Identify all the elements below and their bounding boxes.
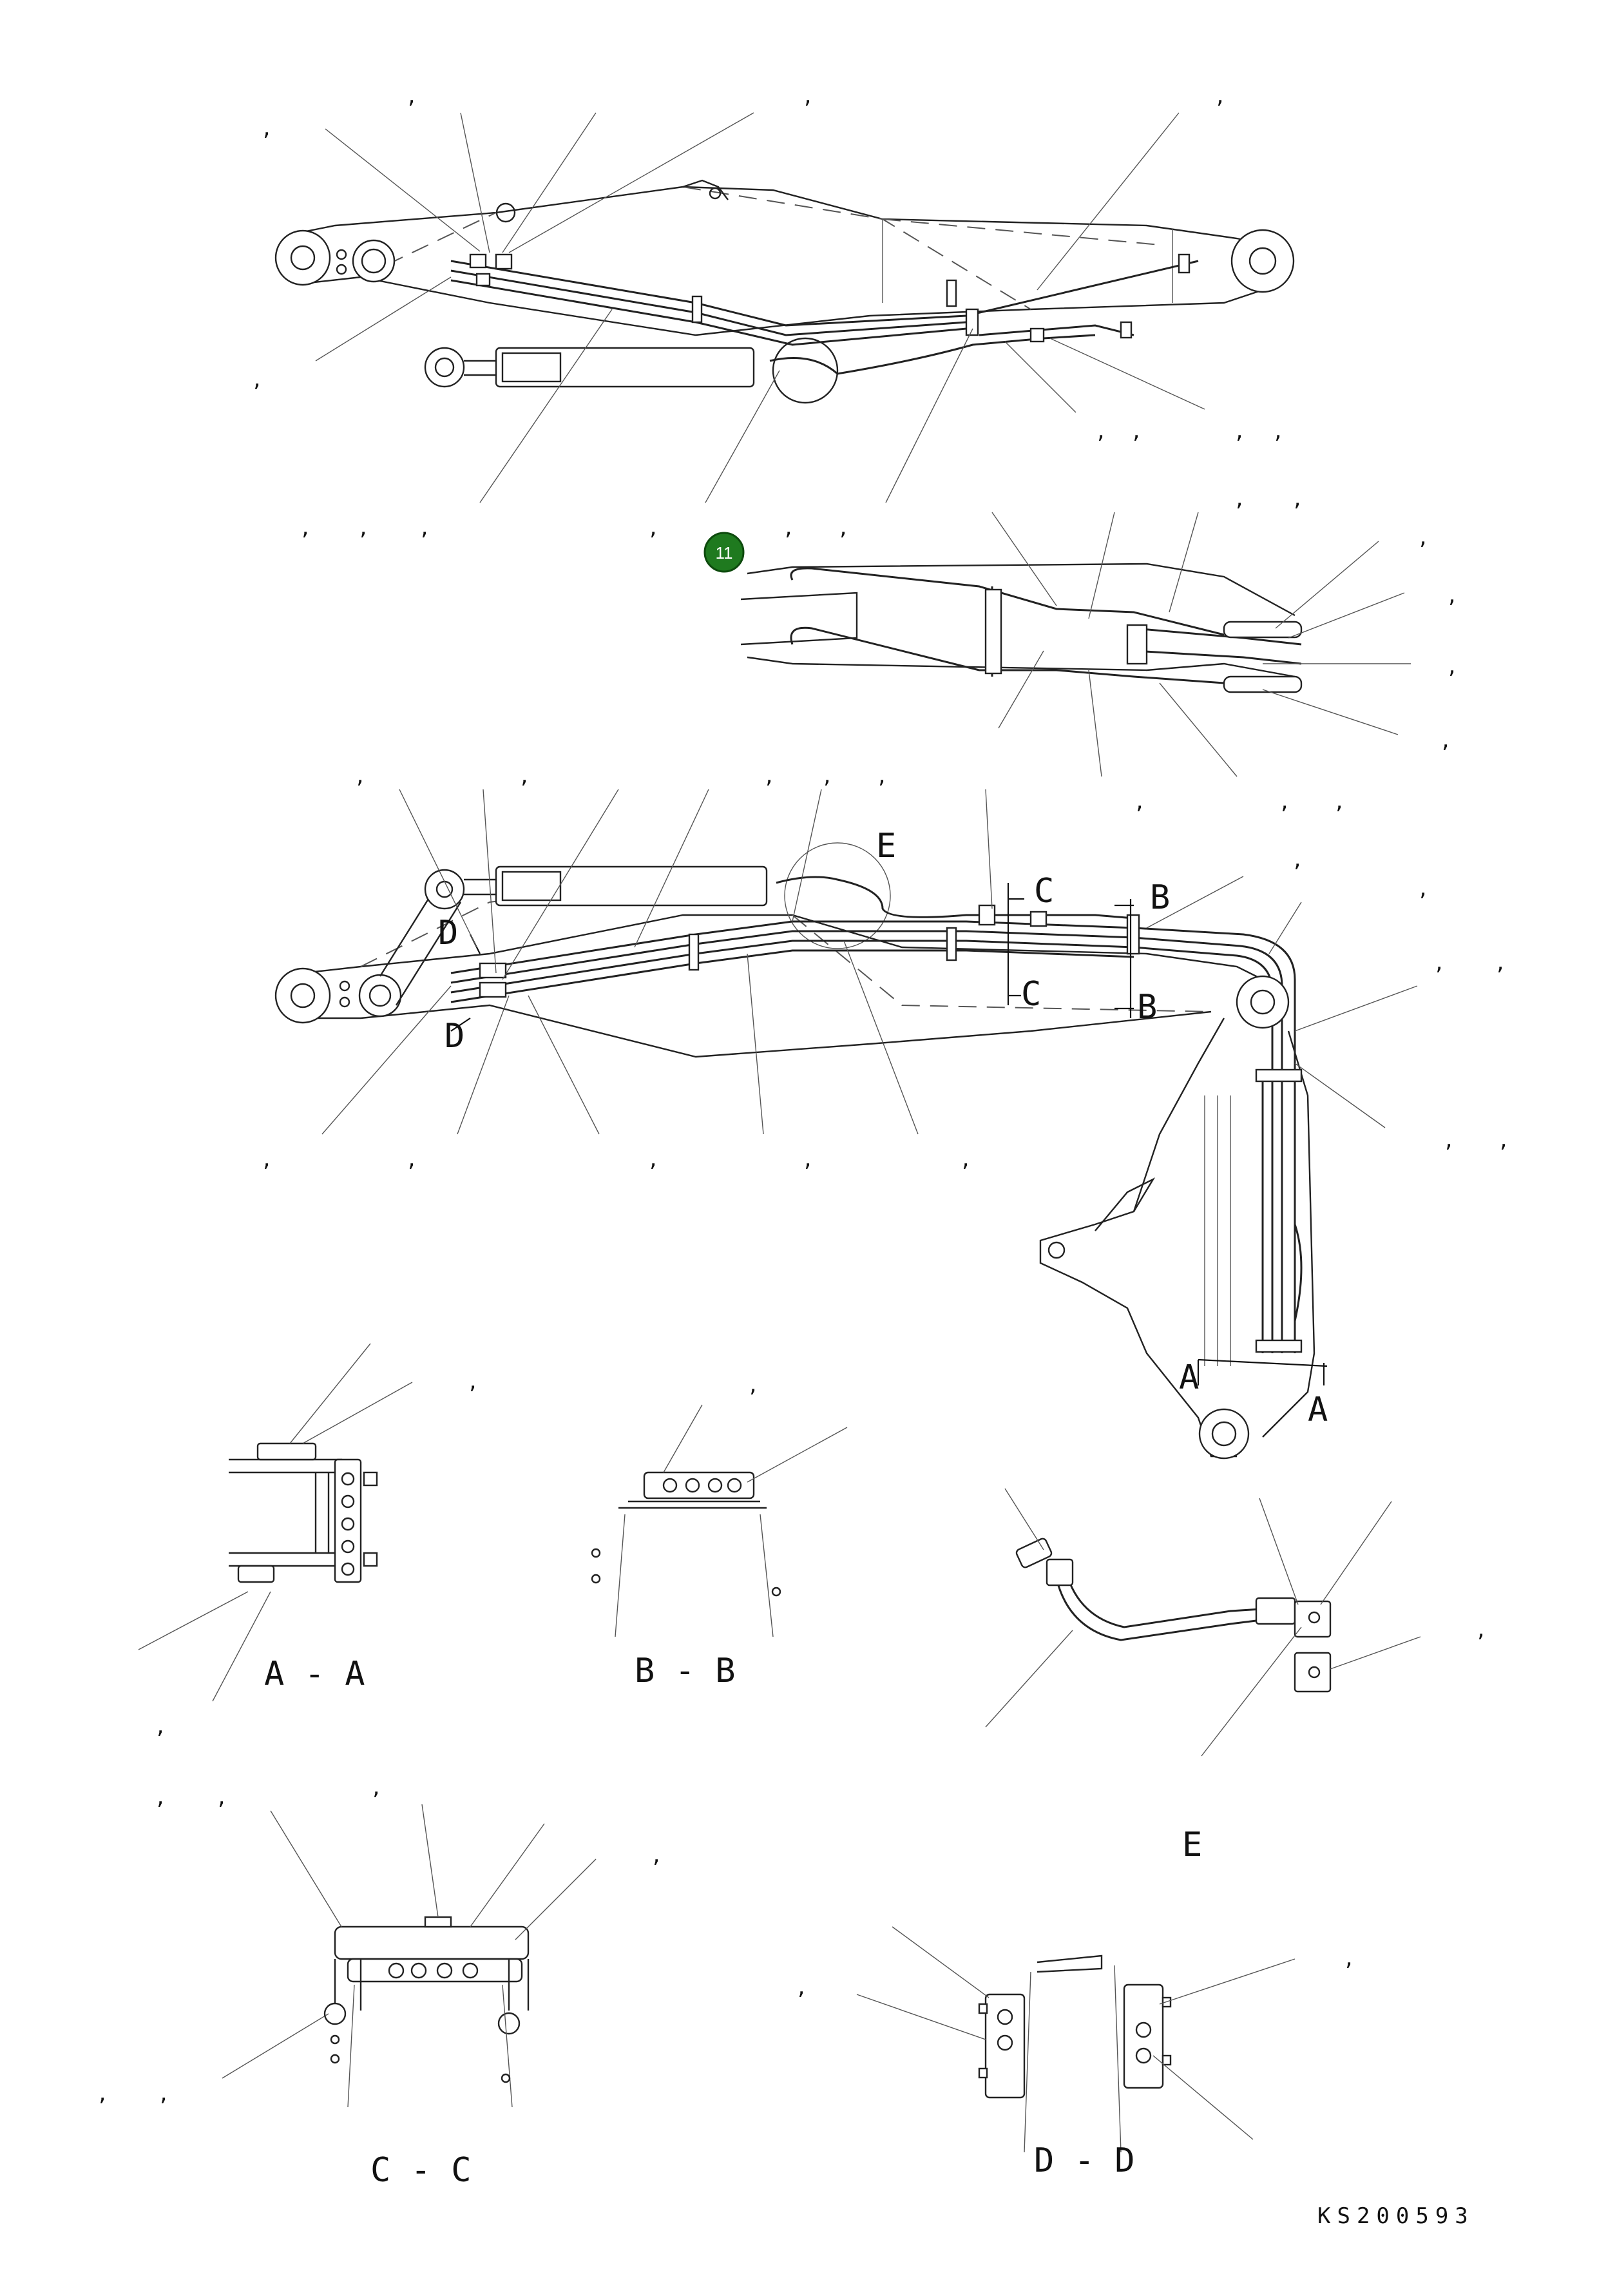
callout-badge-label: 11: [716, 543, 733, 563]
section-d-d: , D - D: [856, 1926, 1355, 2180]
svg-text:,: ,: [216, 1787, 227, 1809]
section-b-b-title: B - B: [635, 1652, 736, 1690]
cut-marker-d-bottom: D: [445, 1017, 464, 1056]
svg-text:,: ,: [1292, 849, 1303, 872]
cut-marker-d-top: D: [438, 914, 458, 952]
svg-text:,: ,: [251, 369, 263, 392]
svg-text:,: ,: [1495, 952, 1506, 975]
boom-view-plan: , , , , , , , , , , , , 11: [300, 488, 1458, 777]
svg-text:,: ,: [1234, 421, 1245, 443]
svg-text:,: ,: [960, 1149, 971, 1172]
svg-text:,: ,: [358, 517, 369, 540]
svg-text:,: ,: [1343, 1948, 1355, 1971]
svg-text:,: ,: [1131, 421, 1142, 443]
svg-text:,: ,: [747, 1375, 759, 1397]
svg-text:,: ,: [1134, 791, 1145, 814]
svg-text:,: ,: [1214, 86, 1226, 108]
svg-text:,: ,: [1475, 1619, 1487, 1642]
svg-text:,: ,: [419, 517, 430, 540]
svg-text:,: ,: [155, 1787, 166, 1809]
svg-text:,: ,: [519, 766, 530, 788]
svg-text:,: ,: [1292, 488, 1303, 511]
svg-text:,: ,: [651, 1845, 662, 1867]
svg-text:,: ,: [1234, 488, 1245, 511]
svg-text:,: ,: [802, 1149, 814, 1172]
svg-text:,: ,: [647, 1149, 659, 1172]
svg-text:,: ,: [467, 1371, 479, 1394]
svg-text:,: ,: [1433, 952, 1445, 975]
svg-text:,: ,: [300, 517, 311, 540]
svg-text:,: ,: [406, 1149, 417, 1172]
boom-view-top: , , , , , , , , ,: [251, 86, 1295, 503]
svg-text:,: ,: [354, 766, 366, 788]
cut-marker-a-right: A: [1308, 1391, 1328, 1429]
svg-text:,: ,: [821, 766, 833, 788]
svg-text:,: ,: [1095, 421, 1107, 443]
svg-text:,: ,: [1334, 791, 1345, 814]
svg-text:,: ,: [370, 1777, 382, 1800]
cut-marker-b-bottom: B: [1137, 988, 1157, 1027]
svg-text:,: ,: [406, 86, 417, 108]
cut-marker-c-bottom: C: [1021, 975, 1041, 1014]
section-d-d-title: D - D: [1034, 2141, 1135, 2180]
callout-badge: [703, 532, 745, 573]
svg-text:,: ,: [1446, 656, 1458, 679]
svg-text:,: ,: [261, 1149, 273, 1172]
svg-text:,: ,: [1446, 585, 1458, 608]
svg-text:,: ,: [1498, 1130, 1509, 1152]
section-c-c-title: C - C: [370, 2151, 472, 2190]
svg-text:,: ,: [155, 1716, 166, 1739]
svg-text:,: ,: [97, 2083, 108, 2106]
svg-text:,: ,: [876, 766, 888, 788]
svg-text:,: ,: [158, 2083, 169, 2106]
cut-marker-b-top: B: [1150, 878, 1170, 917]
svg-text:,: ,: [647, 517, 659, 540]
section-c-c: , , , , , , , C - C: [97, 1777, 807, 2190]
section-a-a: , , A - A: [138, 1343, 479, 1739]
detail-e-title: E: [1182, 1826, 1202, 1864]
svg-text:,: ,: [1443, 1130, 1455, 1152]
detail-e: , E: [985, 1488, 1487, 1864]
drawing-code: KS200593: [1317, 2203, 1475, 2229]
svg-text:,: ,: [837, 517, 849, 540]
cut-marker-a-left: A: [1179, 1358, 1199, 1397]
svg-text:,: ,: [1417, 527, 1429, 550]
svg-text:,: ,: [802, 86, 814, 108]
svg-text:,: ,: [261, 118, 273, 140]
svg-text:,: ,: [783, 517, 794, 540]
section-a-a-title: A - A: [264, 1655, 365, 1693]
svg-text:,: ,: [763, 766, 775, 788]
cut-marker-c-top: C: [1034, 872, 1054, 911]
svg-text:,: ,: [1417, 878, 1429, 901]
section-b-b: , B - B: [591, 1375, 848, 1690]
svg-text:,: ,: [1272, 421, 1284, 443]
cut-marker-e: E: [876, 827, 896, 865]
svg-text:,: ,: [1440, 730, 1451, 753]
boom-arm-assembly-view: E C C B B D D A A , , , , , , ,: [261, 766, 1509, 1460]
svg-text:,: ,: [796, 1977, 807, 2000]
svg-text:,: ,: [1279, 791, 1290, 814]
